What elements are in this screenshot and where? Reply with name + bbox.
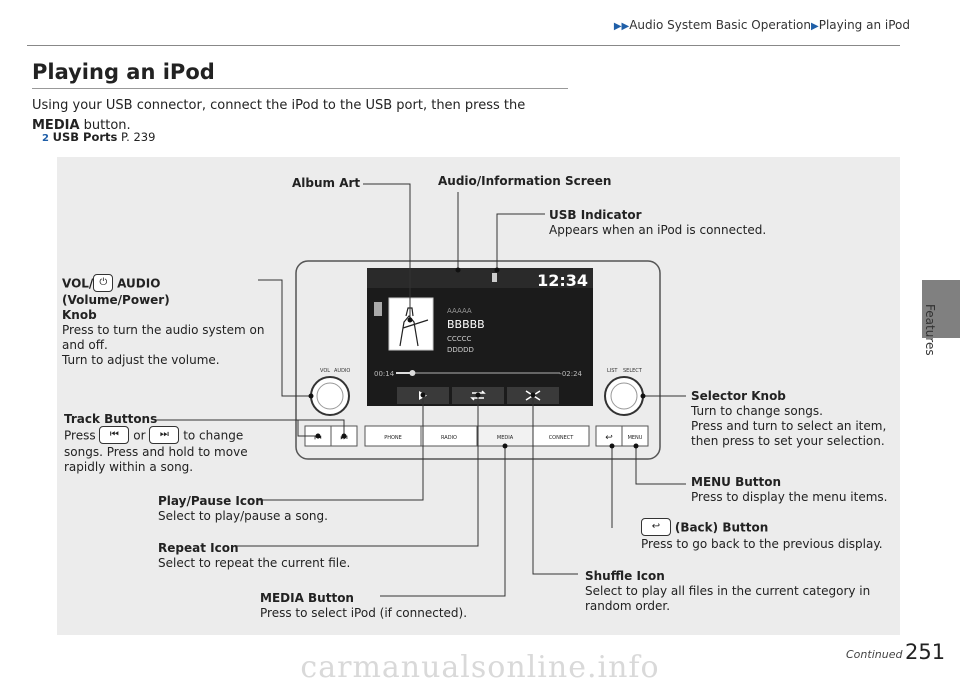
screen-status-bar xyxy=(367,268,593,288)
usb-indicator-icon xyxy=(492,273,497,282)
source-icon xyxy=(374,302,382,316)
screen-genre: DDDDD xyxy=(447,346,474,354)
screen-album: CCCCC xyxy=(447,335,472,343)
screen-clock: 12:34 xyxy=(537,271,588,290)
selector-knob-inner xyxy=(610,382,638,410)
screen-elapsed: 00:14 xyxy=(374,370,395,378)
xref-page: P. 239 xyxy=(121,130,156,144)
media-label: MEDIA xyxy=(497,435,514,441)
intro-paragraph: Using your USB connector, connect the iP… xyxy=(32,96,572,136)
connect-label: CONNECT xyxy=(549,435,575,441)
phone-label: PHONE xyxy=(384,435,402,441)
back-button-label: ↩ (Back) Button Press to go back to the … xyxy=(641,518,883,552)
breadcrumb-page: Playing an iPod xyxy=(818,18,910,32)
intro-bold: MEDIA xyxy=(32,118,80,133)
page-number: 251 xyxy=(905,640,946,664)
breadcrumb-arrow-icon: ▶ xyxy=(811,21,819,32)
audio-screen-label: Audio/Information Screen xyxy=(438,174,612,188)
xref-marker-icon: 2 xyxy=(42,133,49,144)
screen-remaining: -02:24 xyxy=(559,370,582,378)
xref-label[interactable]: USB Ports xyxy=(52,130,118,144)
album-art-image xyxy=(388,297,434,351)
vol-knob-inner xyxy=(316,382,344,410)
breadcrumb-arrow-icon: ▶▶ xyxy=(613,21,630,32)
radio-label: RADIO xyxy=(441,435,457,441)
vol-knob-label: VOL/⏻ AUDIO (Volume/Power) Knob Press to… xyxy=(62,274,272,368)
side-tab-marker xyxy=(922,280,960,338)
side-tab-label: Features xyxy=(923,304,937,356)
progress-knob xyxy=(409,370,416,376)
intro-text-end: button. xyxy=(83,118,131,133)
watermark: carmanualsonline.info xyxy=(300,650,660,685)
title-divider xyxy=(32,88,568,89)
select-label: SELECT xyxy=(623,368,643,374)
skip-forward-icon: ⏭ xyxy=(149,426,180,444)
menu-label: MENU xyxy=(628,435,643,441)
shuffle-label: Shuffle Icon Select to play all files in… xyxy=(585,569,871,613)
back-icon: ↩ xyxy=(605,433,613,443)
screen-artist: AAAAA xyxy=(447,307,472,315)
screen-track: BBBBB xyxy=(447,318,485,331)
list-label: LIST xyxy=(607,368,618,374)
power-icon: ⏻ xyxy=(93,274,114,292)
cross-reference[interactable]: 2 USB Ports P. 239 xyxy=(42,130,155,144)
back-arrow-icon: ↩ xyxy=(641,518,671,536)
selector-knob-label: Selector Knob Turn to change songs. Pres… xyxy=(691,389,887,448)
track-buttons-label: Track Buttons Press ⏮ or ⏭ to change son… xyxy=(64,412,248,474)
breadcrumb-section[interactable]: Audio System Basic Operation xyxy=(629,18,812,32)
vol-label: VOL xyxy=(320,368,330,374)
continued-note: Continued xyxy=(846,648,903,661)
repeat-icon xyxy=(470,390,486,401)
audio-label: AUDIO xyxy=(334,368,350,374)
header-divider xyxy=(27,45,900,46)
breadcrumb: ▶▶Audio System Basic Operation▶Playing a… xyxy=(580,18,910,32)
skip-back-icon: ⏮ xyxy=(99,426,130,444)
page-title: Playing an iPod xyxy=(32,60,215,84)
intro-text: Using your USB connector, connect the iP… xyxy=(32,98,526,113)
album-art-label: Album Art xyxy=(292,176,361,190)
